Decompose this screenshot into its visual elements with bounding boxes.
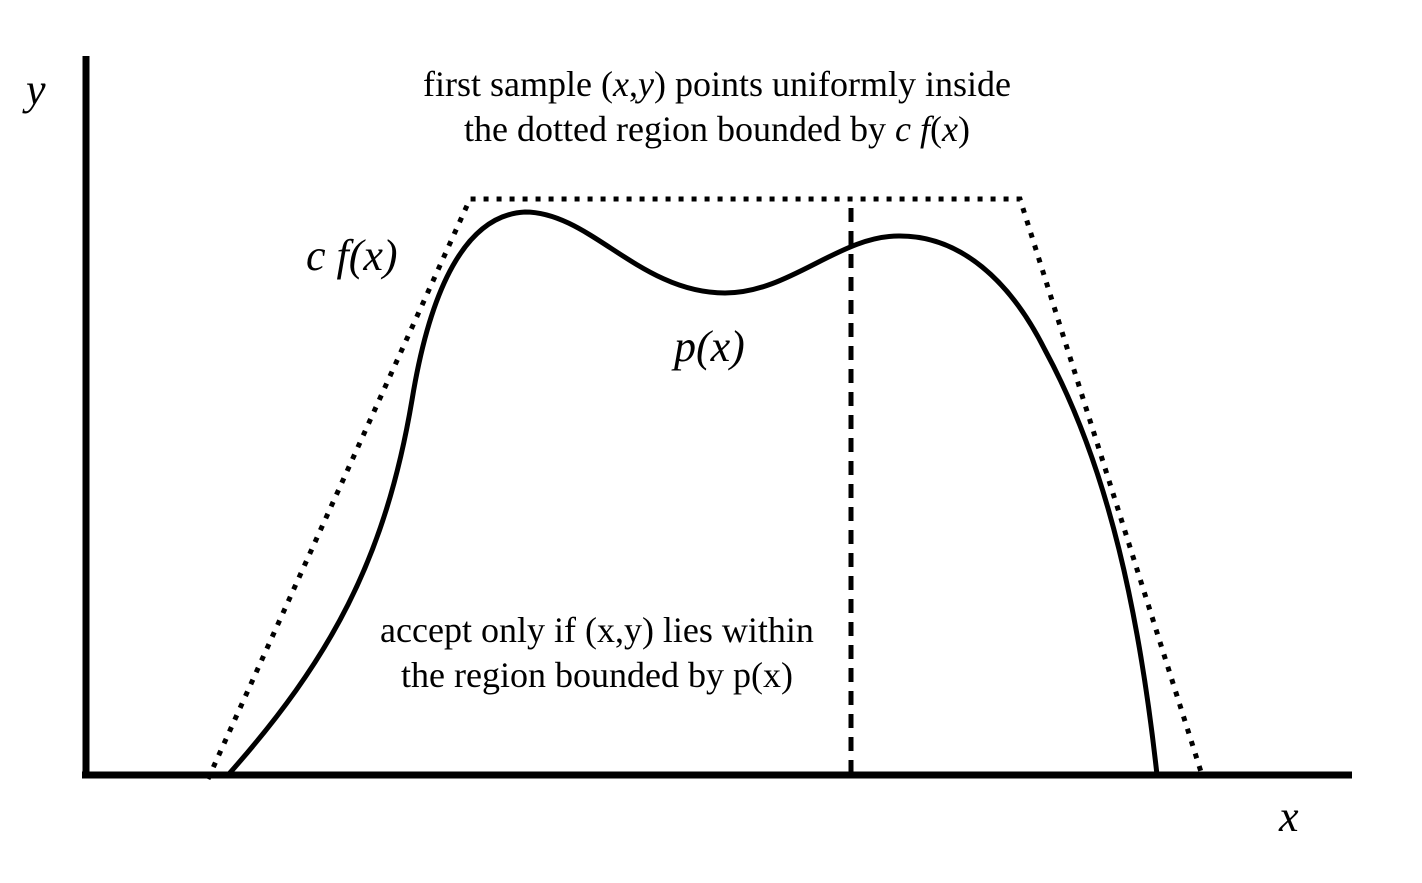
sampling-instruction: first sample (x,y) points uniformly insi…	[400, 62, 1034, 152]
sampling-instruction-line2: the dotted region bounded by c f(x)	[464, 109, 970, 149]
x-axis-label: x	[1279, 792, 1299, 841]
y-axis-label: y	[26, 65, 46, 114]
envelope-curve	[205, 196, 1205, 781]
envelope-label: c f(x)	[306, 231, 398, 280]
target-label: p(x)	[674, 322, 745, 371]
acceptance-rule-line1: accept only if (x,y) lies within	[380, 610, 814, 650]
acceptance-rule: accept only if (x,y) lies within the reg…	[352, 608, 842, 698]
target-curve	[226, 209, 1160, 777]
acceptance-rule-line2: the region bounded by p(x)	[401, 655, 793, 695]
sampling-instruction-line1: first sample (x,y) points uniformly insi…	[423, 64, 1011, 104]
